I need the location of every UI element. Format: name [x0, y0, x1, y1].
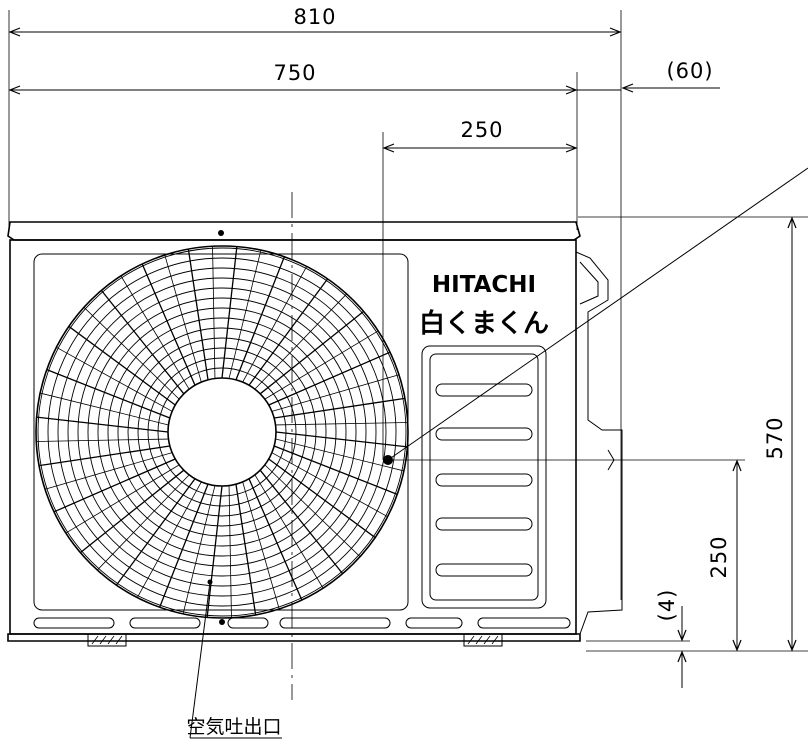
dim-body-width-label: 750: [273, 61, 316, 85]
dim-height: 570: [578, 216, 808, 652]
unit-body: [7, 221, 623, 647]
dim-overall-width-label: 810: [293, 5, 336, 29]
brand-series: 白くまくん: [419, 308, 549, 339]
leader-air-outlet: 空気吐出口: [186, 579, 282, 739]
dim-outlet-offset-label: 250: [460, 118, 503, 142]
foot-right: [463, 633, 503, 647]
dim-overall-width: 810: [8, 5, 622, 600]
dim-foot-clearance-label: (4): [655, 589, 679, 622]
brand-maker: HITACHI: [432, 272, 536, 298]
dim-outlet-height-label: 250: [707, 535, 731, 578]
branding: HITACHI 白くまくん: [419, 272, 549, 339]
leader-connection-point: [383, 167, 808, 465]
dim-outlet-offset: 250: [382, 118, 578, 460]
dim-side-protrusion-label: (60): [666, 59, 713, 83]
dim-side-protrusion: (60): [577, 59, 720, 93]
louver-panel: [421, 345, 547, 609]
dim-height-label: 570: [763, 416, 787, 459]
dim-outlet-height: 250: [388, 459, 745, 652]
foot-left: [87, 633, 127, 647]
air-outlet-label: 空気吐出口: [186, 716, 281, 738]
fan-grille: [35, 245, 409, 619]
dim-body-width: 750: [8, 61, 578, 230]
dim-foot-clearance: (4): [586, 589, 690, 688]
